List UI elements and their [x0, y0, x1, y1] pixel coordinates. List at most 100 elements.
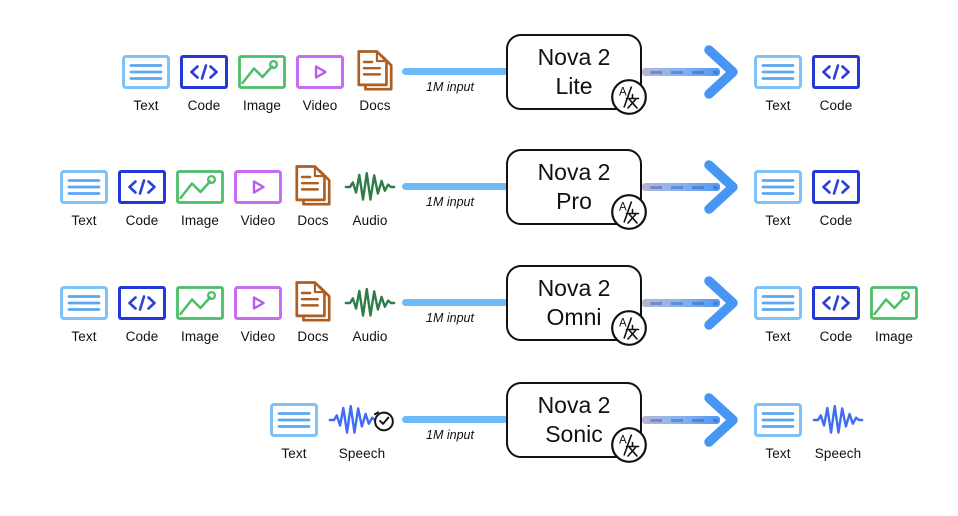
input-flow-line: [402, 68, 508, 75]
video-icon: [296, 49, 344, 95]
modality-docs: Docs: [292, 280, 334, 344]
row-nova-2-pro: Text Code Image Video Docs Audio: [0, 132, 958, 242]
modality-video: Video: [234, 164, 282, 228]
modality-label: Text: [765, 98, 791, 113]
modality-text: Text: [122, 49, 170, 113]
modality-label: Video: [302, 98, 338, 113]
modality-label: Video: [240, 213, 276, 228]
output-modalities: Text Code: [754, 49, 860, 113]
model-name-line1: Nova 2: [537, 274, 611, 301]
modality-text: Text: [754, 397, 802, 461]
model-name-line1: Nova 2: [537, 158, 611, 185]
input-flow-line: [402, 299, 508, 306]
input-context-label: 1M input: [426, 311, 474, 325]
code-icon: [812, 164, 860, 210]
modality-label: Code: [819, 329, 853, 344]
modality-text: Text: [754, 49, 802, 113]
modality-label: Code: [125, 329, 159, 344]
modality-label: Docs: [297, 329, 329, 344]
arrowhead-icon: [704, 275, 740, 331]
modality-label: Text: [71, 329, 97, 344]
code-icon: [180, 49, 228, 95]
modality-speech: Speech: [812, 397, 864, 461]
modality-text: Text: [60, 164, 108, 228]
output-arrow: [642, 132, 744, 242]
modality-label: Text: [765, 329, 791, 344]
image-icon: [176, 164, 224, 210]
modality-label: Audio: [352, 329, 388, 344]
modality-audio: Audio: [344, 280, 396, 344]
arrowhead-icon: [704, 44, 740, 100]
audio-waveform-icon: [344, 280, 396, 326]
modality-image: Image: [870, 280, 918, 344]
modality-code: Code: [812, 280, 860, 344]
modality-label: Docs: [359, 98, 391, 113]
input-modalities: Text Code Image Video Docs: [44, 49, 396, 113]
input-context-label: 1M input: [426, 428, 474, 442]
model-box-nova-2-omni: Nova 2 Omni: [506, 265, 642, 341]
modality-label: Code: [125, 213, 159, 228]
model-name-line1: Nova 2: [537, 391, 611, 418]
output-arrow: [642, 17, 744, 127]
docs-icon: [354, 49, 396, 95]
modality-image: Image: [238, 49, 286, 113]
modality-text: Text: [270, 397, 318, 461]
video-icon: [234, 164, 282, 210]
image-icon: [870, 280, 918, 326]
docs-icon: [292, 280, 334, 326]
modality-text: Text: [754, 280, 802, 344]
row-nova-2-omni: Text Code Image Video Docs Audio: [0, 248, 958, 358]
text-icon: [60, 280, 108, 326]
modality-label: Text: [281, 446, 307, 461]
output-modalities: Text Code: [754, 164, 860, 228]
modality-label: Text: [133, 98, 159, 113]
modality-code: Code: [118, 280, 166, 344]
input-modalities: Text Code Image Video Docs Audio: [44, 280, 396, 344]
modality-text: Text: [60, 280, 108, 344]
text-icon: [754, 164, 802, 210]
modality-image: Image: [176, 280, 224, 344]
arrowhead-icon: [704, 159, 740, 215]
modality-video: Video: [296, 49, 344, 113]
arrow-gradient-band: [642, 416, 720, 424]
modality-code: Code: [180, 49, 228, 113]
output-arrow: [642, 365, 744, 475]
code-icon: [812, 280, 860, 326]
modality-code: Code: [812, 164, 860, 228]
code-icon: [118, 164, 166, 210]
input-flow-line: [402, 416, 508, 423]
modality-label: Text: [765, 446, 791, 461]
model-name-line2: Omni: [546, 304, 602, 330]
model-name-line2: Lite: [555, 73, 593, 99]
modality-label: Image: [180, 213, 220, 228]
modality-label: Code: [187, 98, 221, 113]
audio-waveform-icon: [344, 164, 396, 210]
row-nova-2-sonic: Text Speech 1M input Nova 2 Sonic Text: [0, 365, 958, 475]
model-name-line2: Pro: [556, 188, 592, 214]
modality-text: Text: [754, 164, 802, 228]
output-modalities: Text Code Image: [754, 280, 918, 344]
input-context-label: 1M input: [426, 195, 474, 209]
speech-waveform-icon: [812, 397, 864, 443]
image-icon: [238, 49, 286, 95]
model-box-nova-2-lite: Nova 2 Lite: [506, 34, 642, 110]
modality-label: Text: [71, 213, 97, 228]
text-icon: [754, 280, 802, 326]
modality-label: Audio: [352, 213, 388, 228]
docs-icon: [292, 164, 334, 210]
model-name-line1: Nova 2: [537, 43, 611, 70]
model-name-line2: Sonic: [545, 421, 603, 447]
modality-audio: Audio: [344, 164, 396, 228]
row-nova-2-lite: Text Code Image Video Docs 1M input Nova…: [0, 17, 958, 127]
arrowhead-icon: [704, 392, 740, 448]
image-icon: [176, 280, 224, 326]
output-modalities: Text Speech: [754, 397, 864, 461]
clock-icon: [371, 408, 396, 433]
modality-code: Code: [812, 49, 860, 113]
arrow-gradient-band: [642, 183, 720, 191]
modality-docs: Docs: [292, 164, 334, 228]
arrow-gradient-band: [642, 68, 720, 76]
modality-image: Image: [176, 164, 224, 228]
input-modalities: Text Speech: [44, 397, 396, 461]
